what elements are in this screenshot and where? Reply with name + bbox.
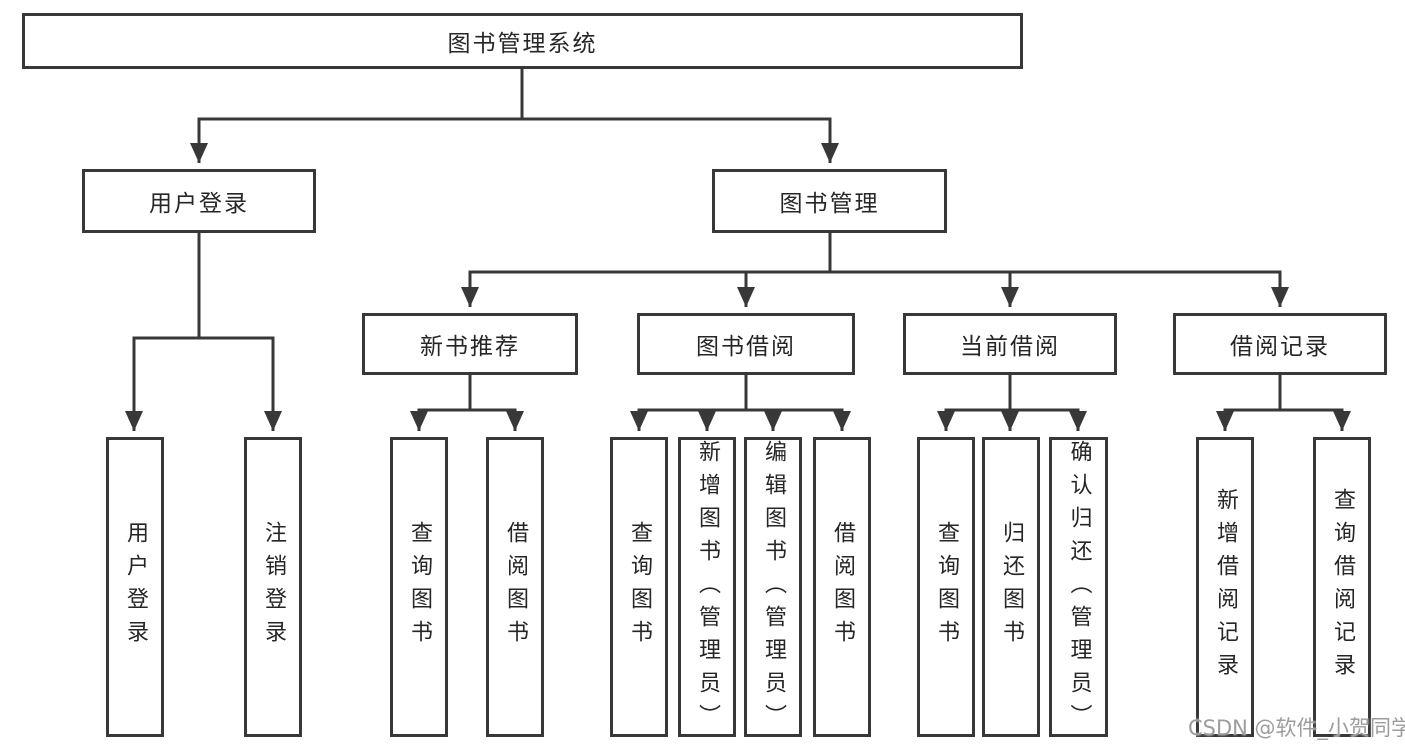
leaf-current-return-books: 归还图书 bbox=[982, 437, 1040, 737]
leaf-newbook-query-books: 查询图书 bbox=[390, 437, 448, 737]
csdn-watermark: CSDN @软件_小贺同学 bbox=[1188, 716, 1405, 740]
leaf-logout: 注销登录 bbox=[244, 437, 302, 737]
leaf-user-login: 用户登录 bbox=[106, 437, 164, 737]
leaf-current-confirm-return-admin: 确认归还（管理员） bbox=[1049, 437, 1108, 737]
node-new-book-recommendation: 新书推荐 bbox=[362, 313, 578, 375]
node-user-login: 用户登录 bbox=[82, 169, 316, 233]
node-library-management-system: 图书管理系统 bbox=[22, 13, 1023, 69]
node-current-borrowing: 当前借阅 bbox=[903, 313, 1117, 375]
leaf-records-add-borrow-record: 新增借阅记录 bbox=[1196, 437, 1254, 737]
node-book-management: 图书管理 bbox=[712, 169, 947, 233]
leaf-borrowing-edit-books-admin: 编辑图书（管理员） bbox=[744, 437, 802, 737]
leaf-borrowing-add-books-admin: 新增图书（管理员） bbox=[678, 437, 736, 737]
node-book-borrowing: 图书借阅 bbox=[637, 313, 855, 375]
node-borrowing-records: 借阅记录 bbox=[1173, 313, 1387, 375]
leaf-records-query-borrow-record: 查询借阅记录 bbox=[1313, 437, 1371, 737]
leaf-current-query-books: 查询图书 bbox=[917, 437, 975, 737]
leaf-newbook-borrow-books: 借阅图书 bbox=[486, 437, 544, 737]
leaf-borrowing-query-books: 查询图书 bbox=[610, 437, 668, 737]
leaf-borrowing-borrow-books: 借阅图书 bbox=[813, 437, 871, 737]
